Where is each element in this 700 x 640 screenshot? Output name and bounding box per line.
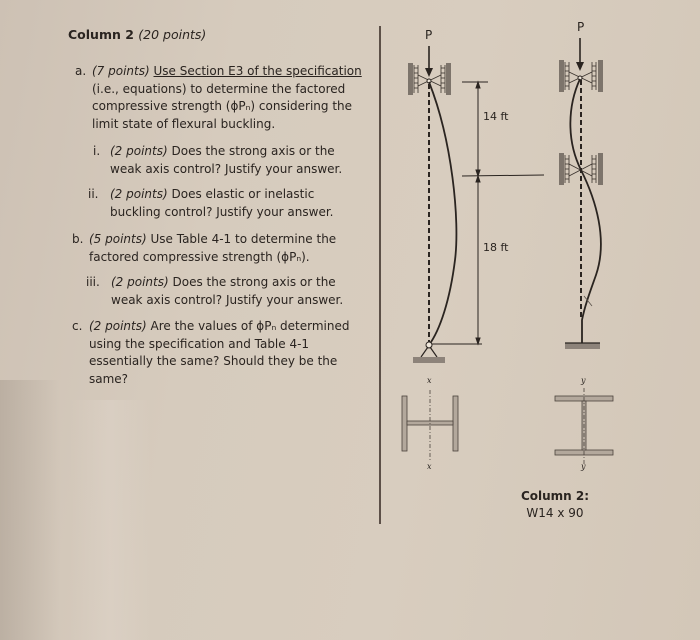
- dimension-lines: [432, 80, 545, 346]
- question-b-line1: Use Table 4-1 to determine the: [150, 232, 337, 246]
- section-caption: Column 2: W14 x 90: [515, 489, 595, 520]
- question-a-ii: ii. (2 points) Does elastic or inelastic…: [88, 186, 334, 221]
- buckled-shape-right: [569, 78, 602, 343]
- question-b-iii: iii. (2 points) Does the strong axis or …: [86, 274, 344, 309]
- question-b-iii-points: (2 points): [111, 275, 169, 289]
- question-a-i-points: (2 points): [110, 144, 168, 158]
- caption-title: Column 2:: [520, 489, 590, 503]
- question-c-line1: Are the values of ϕPₙ determined: [150, 319, 350, 333]
- question-a-i-label: i.: [93, 144, 101, 158]
- question-a-ii-points: (2 points): [110, 187, 168, 201]
- question-a-ii-line1: Does elastic or inelastic: [171, 187, 315, 201]
- load-label-left: P: [425, 28, 433, 42]
- question-b-points: (5 points): [89, 232, 147, 246]
- dimension-lower-label: 18 ft: [483, 241, 509, 254]
- question-b-iii-label: iii.: [86, 275, 100, 289]
- load-label-right: P: [577, 20, 585, 34]
- question-c-label: c.: [72, 319, 83, 333]
- ground-support-left: [413, 357, 445, 363]
- left-column-strong-axis: [408, 46, 458, 363]
- caption-section: W14 x 90: [526, 506, 584, 520]
- question-a-label: a.: [75, 64, 87, 78]
- question-a-line2: (i.e., equations) to determine the facto…: [92, 81, 346, 96]
- column-divider-line: [379, 26, 381, 524]
- mid-brace: [559, 153, 564, 185]
- dimension-upper-label: 14 ft: [483, 110, 509, 123]
- question-b-line2: factored compressive strength (ϕPₙ).: [89, 249, 310, 264]
- question-c: c. (2 points) Are the values of ϕPₙ dete…: [72, 318, 350, 388]
- question-a-underlined: Use Section E3 of the specification: [153, 64, 362, 78]
- axis-x-bottom-label: x: [427, 462, 432, 471]
- question-a-i-line1: Does the strong axis or the: [171, 144, 335, 158]
- question-a-ii-line2: buckling control? Justify your answer.: [110, 204, 334, 219]
- question-a-i-line2: weak axis control? Justify your answer.: [110, 161, 343, 176]
- question-a-line3: compressive strength (ϕPₙ) considering t…: [92, 99, 353, 113]
- question-b-iii-line1: Does the strong axis or the: [172, 275, 336, 289]
- ground-support-right: [565, 343, 600, 349]
- question-c-line3: essentially the same? Should they be the: [89, 354, 338, 368]
- question-b-label: b.: [72, 232, 84, 246]
- title-points: (20 points): [138, 27, 207, 42]
- title-text: Column 2: [68, 27, 134, 42]
- question-c-line4: same?: [89, 371, 129, 386]
- question-a-i: i. (2 points) Does the strong axis or th…: [93, 143, 343, 178]
- axis-y-bottom-label: y: [581, 462, 586, 471]
- question-b-iii-line2: weak axis control? Justify your answer.: [111, 292, 344, 307]
- question-a-line4: limit state of flexural buckling.: [92, 116, 276, 131]
- question-a-points: (7 points): [92, 64, 150, 78]
- axis-y-top-label: y: [581, 376, 586, 385]
- section-strong-axis: [401, 390, 459, 462]
- question-c-line2: using the specification and Table 4-1: [89, 336, 310, 351]
- question-b: b. (5 points) Use Table 4-1 to determine…: [72, 231, 337, 266]
- right-column-weak-axis: [559, 38, 603, 349]
- page-title: Column 2 (20 points): [68, 27, 206, 42]
- question-c-points: (2 points): [89, 319, 147, 333]
- question-a: a. (7 points) Use Section E3 of the spec…: [75, 63, 362, 133]
- buckled-shape-left: [428, 81, 458, 346]
- section-weak-axis: [554, 388, 614, 465]
- question-a-ii-label: ii.: [88, 187, 99, 201]
- guide-plate-left: [408, 63, 413, 95]
- axis-x-top-label: x: [427, 376, 432, 385]
